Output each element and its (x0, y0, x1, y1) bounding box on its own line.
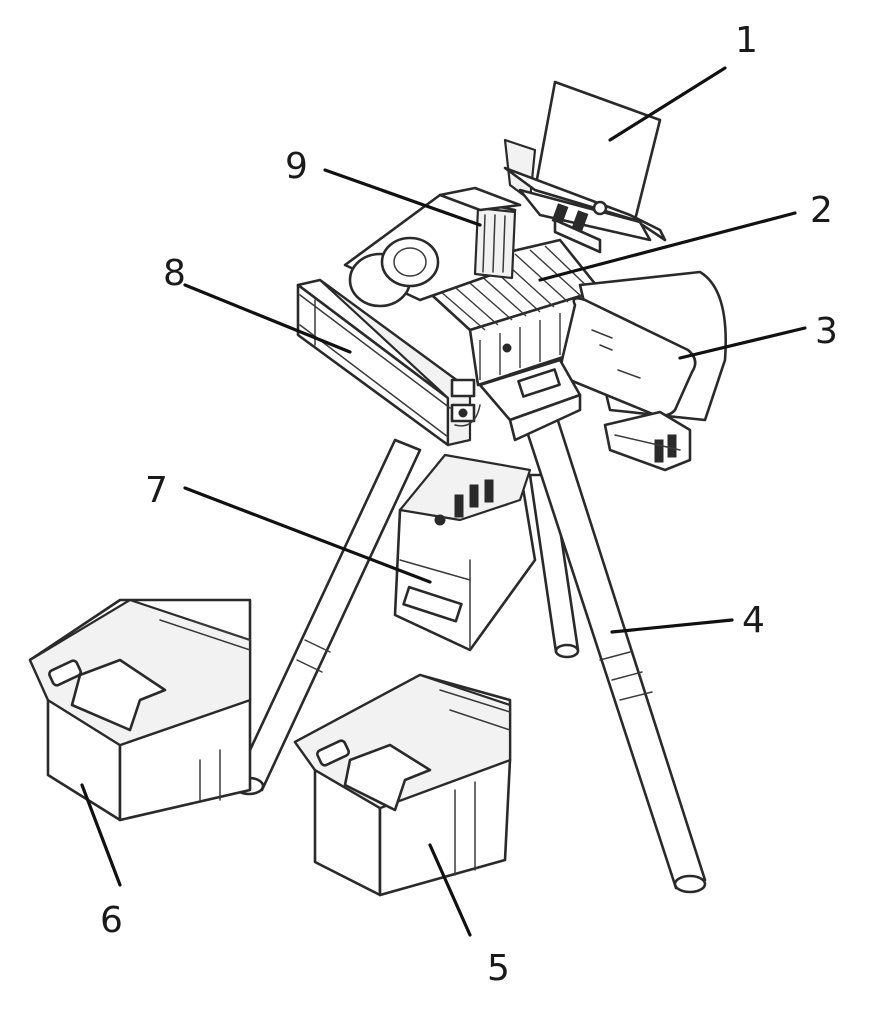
callout-7: 7 (145, 470, 168, 511)
callout-5: 5 (487, 948, 510, 989)
leader-7 (183, 486, 432, 584)
callout-6: 6 (100, 900, 123, 941)
leader-1 (608, 66, 727, 142)
leader-8 (183, 283, 352, 354)
battery-box-5 (293, 673, 512, 897)
leader-6 (80, 783, 122, 887)
leader-5 (428, 843, 472, 937)
callout-2: 2 (810, 190, 833, 231)
battery-box-6 (28, 598, 252, 822)
front-lens-assembly (560, 270, 727, 472)
callout-4: 4 (742, 600, 765, 641)
callout-1: 1 (735, 20, 758, 61)
leader-2 (538, 211, 797, 282)
tripod-leg-right (518, 400, 707, 894)
leader-3 (678, 326, 807, 360)
callout-9: 9 (285, 146, 308, 187)
pan-mount (478, 358, 582, 442)
leader-lines (80, 66, 807, 937)
callout-8: 8 (163, 253, 186, 294)
callout-labels: 1 2 3 4 5 6 7 8 9 (100, 20, 838, 989)
leader-4 (610, 618, 734, 634)
display-panel (503, 80, 667, 254)
battery-box-7 (393, 453, 537, 652)
callout-3: 3 (815, 311, 838, 352)
leader-9 (323, 168, 482, 227)
side-panel (296, 278, 481, 447)
